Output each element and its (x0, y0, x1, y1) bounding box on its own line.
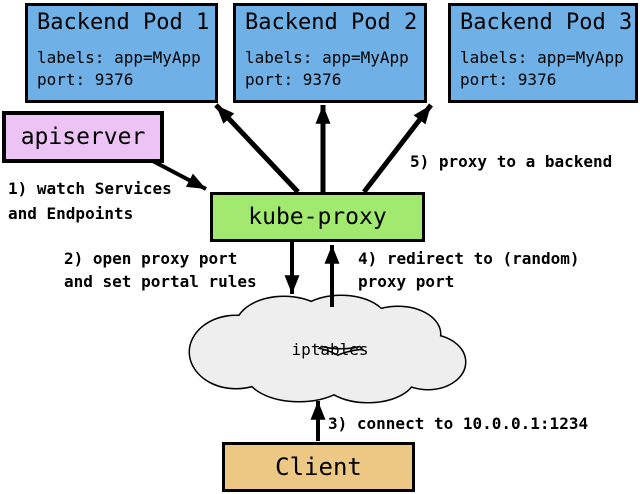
apiserver-label: apiserver (20, 124, 146, 150)
kube-proxy-box: kube-proxy (210, 192, 425, 242)
pod-title: Backend Pod 3 (460, 10, 633, 35)
annotation-step-2: 2) open proxy port and set portal rules (64, 249, 257, 291)
backend-pod-3-box: Backend Pod 3 labels: app=MyApp port: 93… (448, 3, 638, 103)
client-box: Client (222, 442, 415, 492)
arrow-proxy-to-pod-3 (362, 103, 433, 194)
apiserver-box: apiserver (2, 111, 164, 163)
backend-pod-2-box: Backend Pod 2 labels: app=MyApp port: 93… (233, 3, 427, 103)
annotation-step-5: 5) proxy to a backend (410, 152, 613, 171)
iptables-label: iptables (291, 340, 369, 359)
kube-proxy-label: kube-proxy (248, 204, 387, 230)
pod-labels: labels: app=MyApp (460, 48, 624, 67)
pod-title: Backend Pod 2 (245, 10, 418, 35)
annotation-step-4: 4) redirect to (random) proxy port (358, 249, 580, 291)
pod-title: Backend Pod 1 (37, 10, 210, 35)
iptables-cloud-shape (188, 294, 467, 404)
pod-port: port: 9376 (460, 70, 557, 89)
pod-port: port: 9376 (37, 70, 134, 89)
pod-labels: labels: app=MyApp (245, 48, 409, 67)
arrow-watch-services (148, 157, 207, 191)
client-label: Client (275, 453, 362, 481)
annotation-step-3: 3) connect to 10.0.0.1:1234 (328, 414, 589, 433)
arrow-proxy-to-pod-1 (214, 103, 300, 194)
backend-pod-1-box: Backend Pod 1 labels: app=MyApp port: 93… (25, 3, 218, 103)
annotation-step-1: 1) watch Services and Endpoints (8, 179, 172, 223)
pod-labels: labels: app=MyApp (37, 48, 201, 67)
pod-port: port: 9376 (245, 70, 342, 89)
